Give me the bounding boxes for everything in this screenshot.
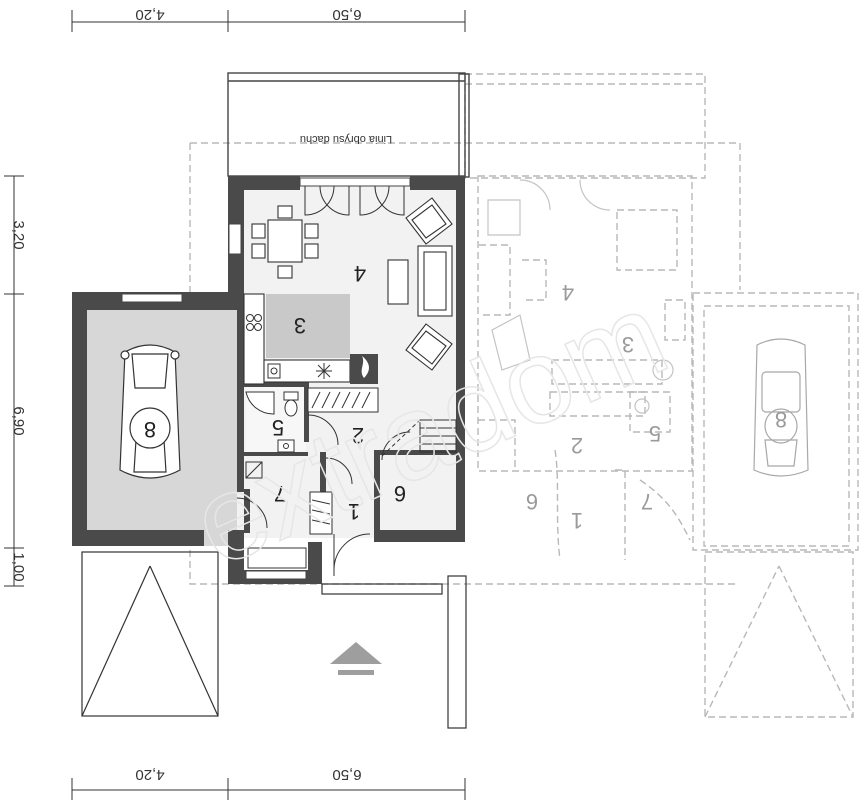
room-label-6: 6: [394, 481, 406, 506]
room-label-4: 4: [354, 261, 366, 286]
ghost-car-label: 8: [775, 407, 787, 432]
windows: [121, 177, 411, 580]
sink-icon: [267, 363, 281, 379]
ghost-doors: [487, 179, 674, 414]
entrance-canopy: [321, 575, 467, 729]
shower-icon: [245, 391, 275, 415]
ghost-room-4: 4: [562, 280, 574, 305]
dim-bottom-left: 4,20: [135, 766, 164, 783]
room-label-2: 2: [352, 423, 364, 448]
dimension-left: [4, 175, 24, 587]
ghost-room-5: 5: [649, 421, 661, 446]
ghost-car-icon: [753, 338, 809, 477]
armchair-icon: [405, 197, 453, 245]
stairs-icon: [381, 419, 457, 457]
dim-bottom-right: 6,50: [332, 766, 361, 783]
patio-doors: [304, 185, 405, 216]
ghost-room-7: 7: [641, 489, 653, 514]
ghost-room-2: 2: [571, 433, 583, 458]
dimension-top: [71, 10, 466, 32]
room-label-5: 5: [272, 415, 284, 440]
interior-doors: [236, 414, 411, 576]
dimension-bottom: [71, 778, 466, 800]
car-label: 8: [144, 417, 156, 442]
fridge-icon: [316, 363, 332, 379]
roof-line-label: Linia obrysu dachu: [300, 133, 392, 145]
hall-closet-icon: [309, 491, 333, 535]
toilet-icon: [283, 391, 299, 417]
sofa-icon: [417, 245, 453, 317]
carport: [81, 551, 219, 717]
mirrored-house: [189, 73, 859, 718]
wardrobe-icon: [307, 387, 379, 413]
dining-table-icon: [251, 205, 319, 279]
entry-arrow-icon: [330, 642, 382, 675]
room-label-3: 3: [294, 313, 306, 338]
laundry-counter: [247, 547, 307, 569]
terrace: [227, 72, 470, 178]
room-label-1: 1: [348, 499, 360, 524]
washbasin-icon: [277, 439, 295, 453]
car-icon: [119, 344, 181, 479]
dim-top-right: 6,50: [332, 6, 361, 23]
room-label-7: 7: [274, 481, 286, 506]
ghost-room-6: 6: [526, 489, 538, 514]
dim-left-bottom: 1,00: [10, 552, 27, 581]
dim-left-middle: 6,90: [10, 406, 27, 435]
dim-left-top: 3,20: [10, 220, 27, 249]
ghost-room-1: 1: [571, 508, 583, 533]
stove-icon: [246, 314, 262, 331]
kitchen-floor: [266, 294, 350, 358]
fireplace-icon: [350, 354, 378, 384]
coffee-table-icon: [387, 259, 409, 305]
ghost-room-3: 3: [622, 332, 634, 357]
kitchen-counter: [243, 293, 351, 385]
armchair-icon-2: [405, 323, 453, 371]
dim-top-left: 4,20: [135, 6, 164, 23]
